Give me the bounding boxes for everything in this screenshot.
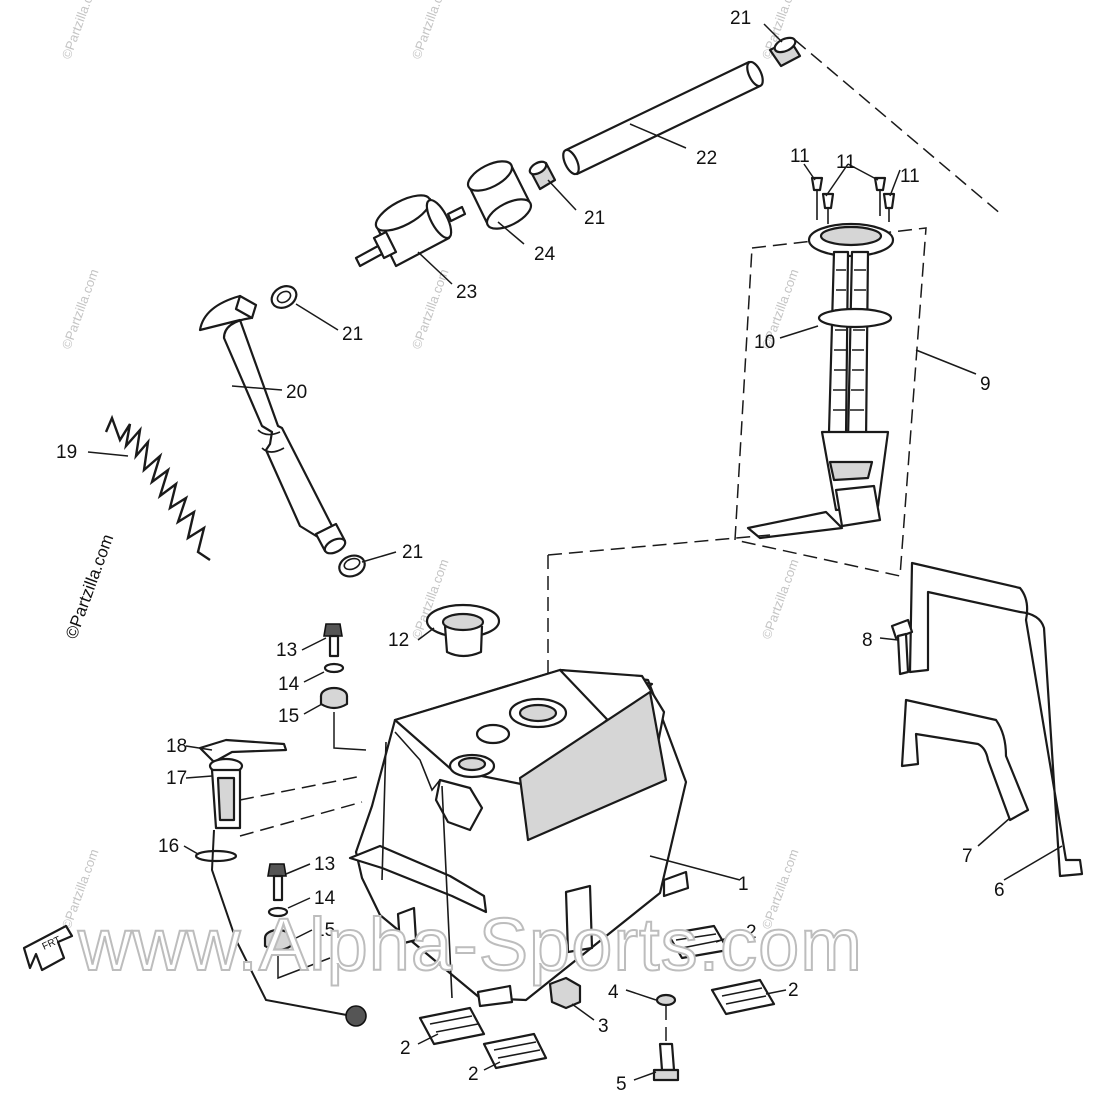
- svg-text:©Partzilla.com: ©Partzilla.com: [59, 0, 102, 61]
- svg-text:©Partzilla.com: ©Partzilla.com: [409, 0, 452, 61]
- svg-text:©Partzilla.com: ©Partzilla.com: [409, 267, 452, 351]
- part-1-fuel-tank: [348, 668, 690, 1008]
- callout-8: 8: [862, 630, 873, 651]
- part-5-bolt: [652, 1006, 680, 1082]
- parts-16-17-18-fuel-sender: [194, 738, 367, 1027]
- part-19-spring: [104, 414, 211, 561]
- callout-5: 5: [616, 1074, 627, 1095]
- part-21-clamp-filter: [270, 285, 298, 309]
- callout-9: 9: [980, 374, 991, 395]
- callout-19: 19: [56, 442, 77, 463]
- callout-4: 4: [608, 982, 619, 1003]
- part-4-washer: [655, 993, 677, 1007]
- callout-10: 10: [754, 332, 775, 353]
- part-20-bent-hose: [198, 294, 347, 555]
- callout-14-lower: 14: [314, 888, 336, 909]
- callout-21-top: 21: [730, 8, 751, 29]
- callout-15-lower: 15: [314, 920, 335, 941]
- part-8-bolt: [890, 618, 914, 676]
- callout-21-filter: 21: [342, 324, 363, 345]
- callout-13-lower: 13: [314, 854, 335, 875]
- part-21-clamp-mid: [528, 160, 557, 191]
- callout-22: 22: [696, 148, 717, 169]
- callout-23: 23: [456, 282, 477, 303]
- part-24-sleeve: [466, 160, 533, 230]
- callout-15-upper: 15: [278, 706, 299, 727]
- callout-6: 6: [994, 880, 1005, 901]
- callout-20: 20: [286, 382, 307, 403]
- callout-11-a: 11: [790, 146, 810, 167]
- callout-24: 24: [534, 244, 556, 265]
- callout-3: 3: [598, 1016, 609, 1037]
- part-3-nut: [548, 976, 582, 1010]
- part-11-screws: [810, 176, 896, 224]
- part-21-clamp-bottom: [338, 554, 366, 578]
- callout-11-c: 11: [900, 166, 920, 187]
- callout-21-bottom: 21: [402, 542, 423, 563]
- site-url-watermark: www.Alpha-Sports.com: [77, 903, 863, 986]
- callout-13-upper: 13: [276, 640, 297, 661]
- parts-13-14-15-lower: [263, 863, 331, 980]
- partzilla-side-watermark: ©Partzilla.com: [62, 532, 117, 642]
- callout-numbers: 21 22 21 24 23 21 20 21 19 11 11 11 10 9…: [56, 8, 1005, 1095]
- callout-2-right-lower: 2: [788, 980, 799, 1001]
- callout-21-mid: 21: [584, 208, 605, 229]
- callout-17: 17: [166, 768, 187, 789]
- callout-12: 12: [388, 630, 409, 651]
- part-22-fuel-hose: [562, 60, 764, 176]
- svg-text:©Partzilla.com: ©Partzilla.com: [759, 557, 802, 641]
- part-21-clamp-top: [768, 36, 802, 68]
- parts-13-14-15-upper: [319, 623, 367, 751]
- callout-7: 7: [962, 846, 973, 867]
- part-7-strap: [900, 698, 1030, 822]
- callout-2-left-lower: 2: [468, 1064, 479, 1085]
- callout-2-right-upper: 2: [746, 922, 757, 943]
- leader-lines: [87, 23, 1063, 1081]
- part-9-fuel-pump-assembly: [734, 222, 927, 577]
- callout-16: 16: [158, 836, 179, 857]
- part-6-strap: [908, 561, 1084, 878]
- part-23-fuel-filter: [354, 194, 467, 268]
- dashed-pump-to-tank: [547, 534, 771, 680]
- callout-18: 18: [166, 736, 187, 757]
- svg-text:©Partzilla.com: ©Partzilla.com: [59, 267, 102, 351]
- callout-11-b: 11: [836, 152, 856, 173]
- callout-1: 1: [738, 874, 749, 895]
- dashed-hose-to-pump: [794, 39, 1003, 216]
- part-12-filler-ring: [425, 603, 501, 658]
- callout-2-left-upper: 2: [400, 1038, 411, 1059]
- front-direction-arrow: FRT: [22, 924, 74, 972]
- callout-14-upper: 14: [278, 674, 300, 695]
